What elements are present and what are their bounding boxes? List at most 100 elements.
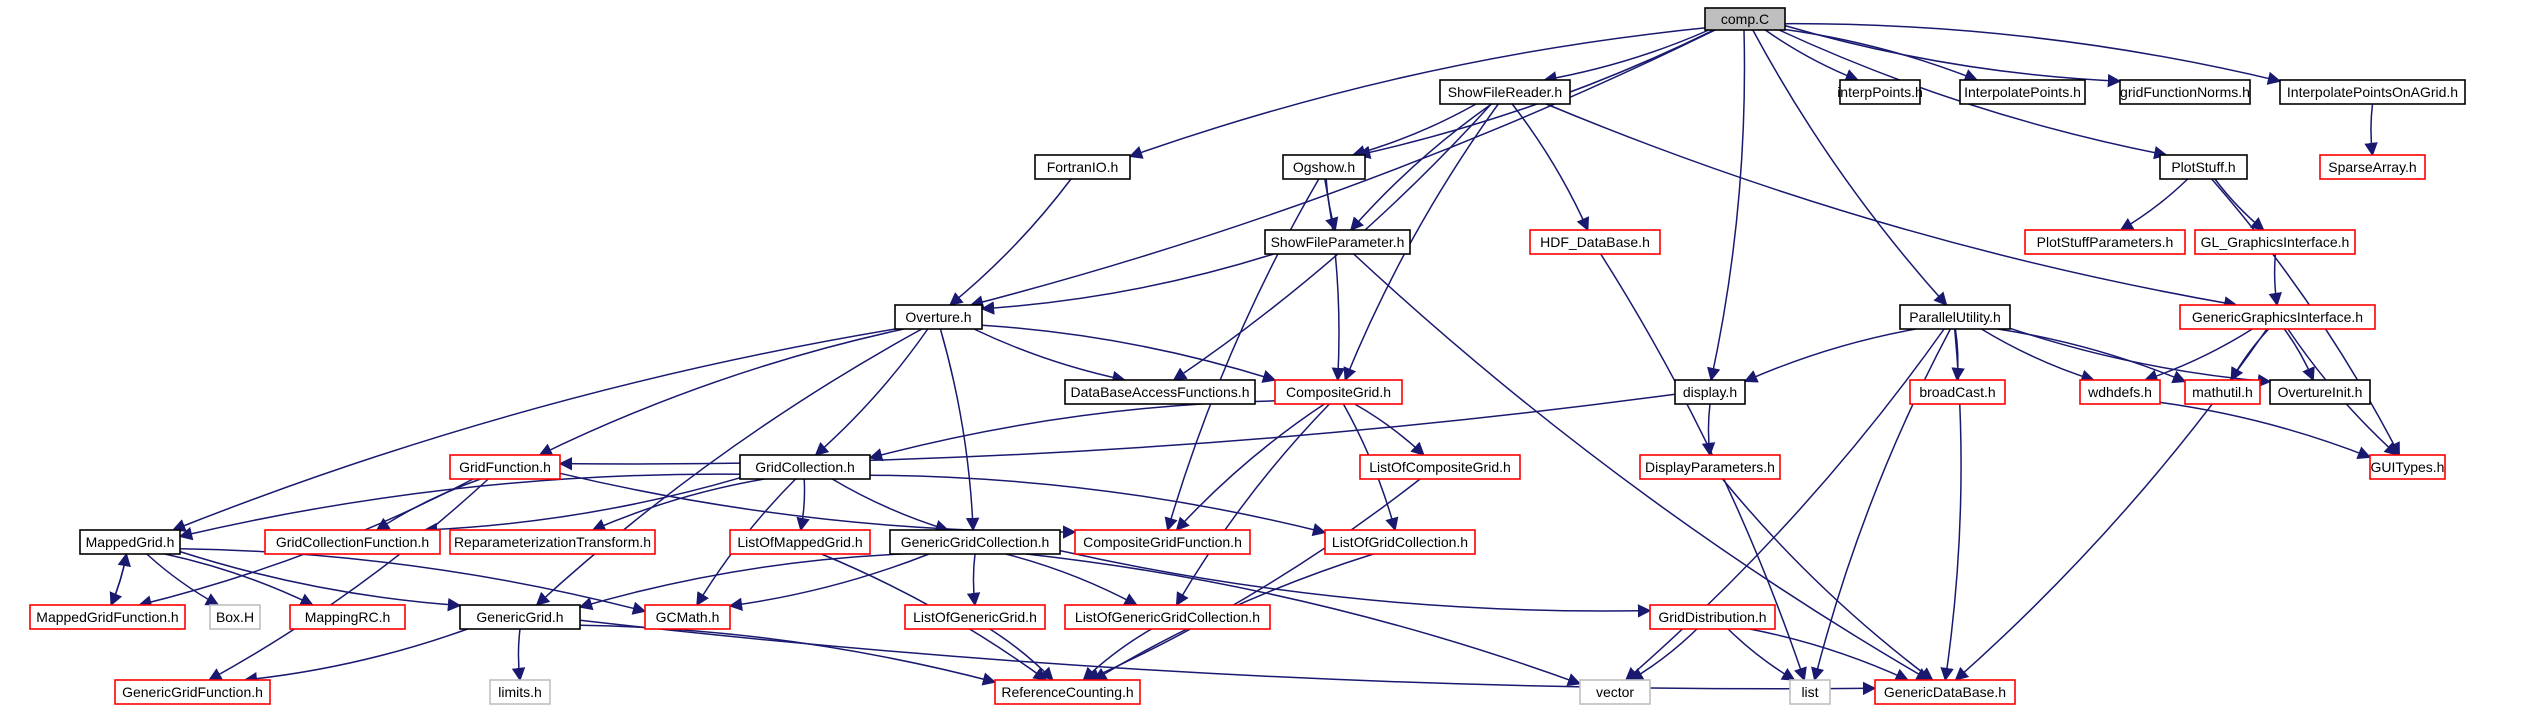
edge-gridcollection-to-gridcollectionfunction (423, 477, 741, 537)
node-mappedgridfunction[interactable]: MappedGridFunction.h (29, 604, 186, 630)
node-box (1649, 604, 1776, 630)
node-interppoints[interactable]: interpPoints.h (1837, 79, 1923, 105)
node-ogshow[interactable]: Ogshow.h (1282, 154, 1366, 180)
node-box (1899, 304, 2011, 330)
node-interpolatepoints[interactable]: InterpolatePoints.h (1959, 79, 2086, 105)
node-label: InterpolatePointsOnAGrid.h (2287, 84, 2458, 100)
node-listofcompositegrid[interactable]: ListOfCompositeGrid.h (1359, 454, 1521, 480)
node-hdf_database[interactable]: HDF_DataBase.h (1529, 229, 1661, 255)
node-listofgridcollection[interactable]: ListOfGridCollection.h (1324, 529, 1476, 555)
node-gcmath[interactable]: GCMath.h (644, 604, 731, 630)
node-mappedgrid[interactable]: MappedGrid.h (79, 529, 181, 555)
node-plotstuff[interactable]: PlotStuff.h (2159, 154, 2248, 180)
node-listofmappedgrid[interactable]: ListOfMappedGrid.h (729, 529, 871, 555)
edge-compositegrid-to-compositegridfunction (1175, 403, 1325, 531)
node-display[interactable]: display.h (1674, 379, 1746, 405)
edge-gridcollection-to-listofgridcollection (869, 474, 1327, 537)
node-overture[interactable]: Overture.h (894, 304, 983, 330)
node-reparameterizationtransform[interactable]: ReparameterizationTransform.h (449, 529, 656, 555)
edge-wdhdefs-to-guitypes (2159, 401, 2372, 460)
edge-overture-to-compositegrid (981, 324, 1277, 383)
edge-comp-to-interppoints (1764, 29, 1860, 82)
node-griddistribution[interactable]: GridDistribution.h (1649, 604, 1776, 630)
edge-overture-to-databaseaccessfunctions (973, 328, 1126, 385)
node-box (729, 529, 871, 555)
node-mappingrc[interactable]: MappingRC.h (289, 604, 406, 630)
node-box (1264, 229, 1411, 255)
edge-comp-to-interpolatepoints (1784, 28, 1979, 82)
node-gridcollection[interactable]: GridCollection.h (739, 454, 871, 480)
node-gridfunctionnorms[interactable]: gridFunctionNorms.h (2119, 79, 2251, 105)
node-showfilereader[interactable]: ShowFileReader.h (1439, 79, 1571, 105)
node-box (644, 604, 731, 630)
node-fortranio[interactable]: FortranIO.h (1034, 154, 1131, 180)
edge-showfilereader-to-showfileparameter (1350, 103, 1493, 232)
edge-listofgenericgridcollection-to-referencecounting (1082, 628, 1152, 681)
node-gridfunction[interactable]: GridFunction.h (449, 454, 561, 480)
node-label: GridFunction.h (459, 459, 551, 475)
node-showfileparameter[interactable]: ShowFileParameter.h (1264, 229, 1411, 255)
edge-showfileparameter-to-genericdatabase (1353, 253, 1930, 681)
node-overtureinit[interactable]: OvertureInit.h (2269, 379, 2371, 405)
node-sparsearray[interactable]: SparseArray.h (2319, 154, 2426, 180)
edge-showfileparameter-to-overture (980, 253, 1274, 315)
node-genericgrid[interactable]: GenericGrid.h (459, 604, 581, 630)
node-genericdatabase[interactable]: GenericDataBase.h (1874, 679, 2016, 705)
node-referencecounting[interactable]: ReferenceCounting.h (994, 679, 1141, 705)
node-broadcast[interactable]: broadCast.h (1909, 379, 2006, 405)
node-wdhdefs[interactable]: wdhdefs.h (2079, 379, 2161, 405)
node-listofgenericgridcollection[interactable]: ListOfGenericGridCollection.h (1064, 604, 1271, 630)
edge-listofcompositegrid-to-referencecounting (1086, 478, 1421, 682)
node-box (114, 679, 271, 705)
node-mathutil[interactable]: mathutil.h (2184, 379, 2261, 405)
edges-layer (109, 22, 2400, 696)
node-displayparameters[interactable]: DisplayParameters.h (1639, 454, 1781, 480)
node-label: ListOfGenericGridCollection.h (1075, 609, 1260, 625)
node-label: DataBaseAccessFunctions.h (1071, 384, 1250, 400)
node-label: FortranIO.h (1047, 159, 1119, 175)
node-label: MappedGridFunction.h (36, 609, 178, 625)
node-compositegrid[interactable]: CompositeGrid.h (1274, 379, 1403, 405)
node-guitypes[interactable]: GUITypes.h (2369, 454, 2446, 480)
node-compositegridfunction[interactable]: CompositeGridFunction.h (1074, 529, 1251, 555)
node-box (1839, 79, 1921, 105)
node-genericgridfunction[interactable]: GenericGridFunction.h (114, 679, 271, 705)
node-listofgenericgrid[interactable]: ListOfGenericGrid.h (904, 604, 1046, 630)
edge-mappedgridfunction-to-mappedgrid (110, 552, 131, 606)
node-label: InterpolatePoints.h (1964, 84, 2081, 100)
node-label: GenericGridCollection.h (901, 534, 1050, 550)
node-label: MappedGrid.h (86, 534, 175, 550)
node-gridcollectionfunction[interactable]: GridCollectionFunction.h (264, 529, 441, 555)
node-comp[interactable]: comp.C (1704, 7, 1786, 31)
node-genericgraphicsinterface[interactable]: GenericGraphicsInterface.h (2179, 304, 2376, 330)
node-label: vector (1596, 684, 1634, 700)
edge-mappedgrid-to-mappingrc (164, 553, 314, 606)
node-interpolatepointsonagrid[interactable]: InterpolatePointsOnAGrid.h (2279, 79, 2466, 105)
node-box (2179, 304, 2376, 330)
node-box (894, 304, 983, 330)
node-label: ShowFileParameter.h (1271, 234, 1405, 250)
edge-plotstuff-to-plotstuffparameters (2119, 178, 2189, 231)
node-label: OvertureInit.h (2278, 384, 2363, 400)
node-databaseaccessfunctions[interactable]: DataBaseAccessFunctions.h (1064, 379, 1256, 405)
node-label: GridCollectionFunction.h (276, 534, 429, 550)
node-parallelutility[interactable]: ParallelUtility.h (1899, 304, 2011, 330)
edge-gridcollection-to-mappedgrid (178, 473, 741, 541)
node-box (2319, 154, 2426, 180)
node-box (1034, 154, 1131, 180)
node-limits: limits.h (489, 679, 551, 705)
edge-parallelutility-to-wdhdefs (1981, 328, 2095, 383)
node-box (449, 529, 656, 555)
node-label: MappingRC.h (305, 609, 391, 625)
node-plotstuffparameters[interactable]: PlotStuffParameters.h (2024, 229, 2186, 255)
node-box (79, 529, 181, 555)
node-label: GenericGraphicsInterface.h (2192, 309, 2363, 325)
node-gl_graphicsinterface[interactable]: GL_GraphicsInterface.h (2194, 229, 2356, 255)
node-label: display.h (1683, 384, 1737, 400)
edge-ogshow-to-compositegrid (1324, 178, 1346, 382)
node-label: GenericGridFunction.h (122, 684, 263, 700)
node-genericgridcollection[interactable]: GenericGridCollection.h (889, 529, 1061, 555)
edge-fortranio-to-overture (948, 178, 1072, 306)
node-box (1274, 379, 1403, 405)
